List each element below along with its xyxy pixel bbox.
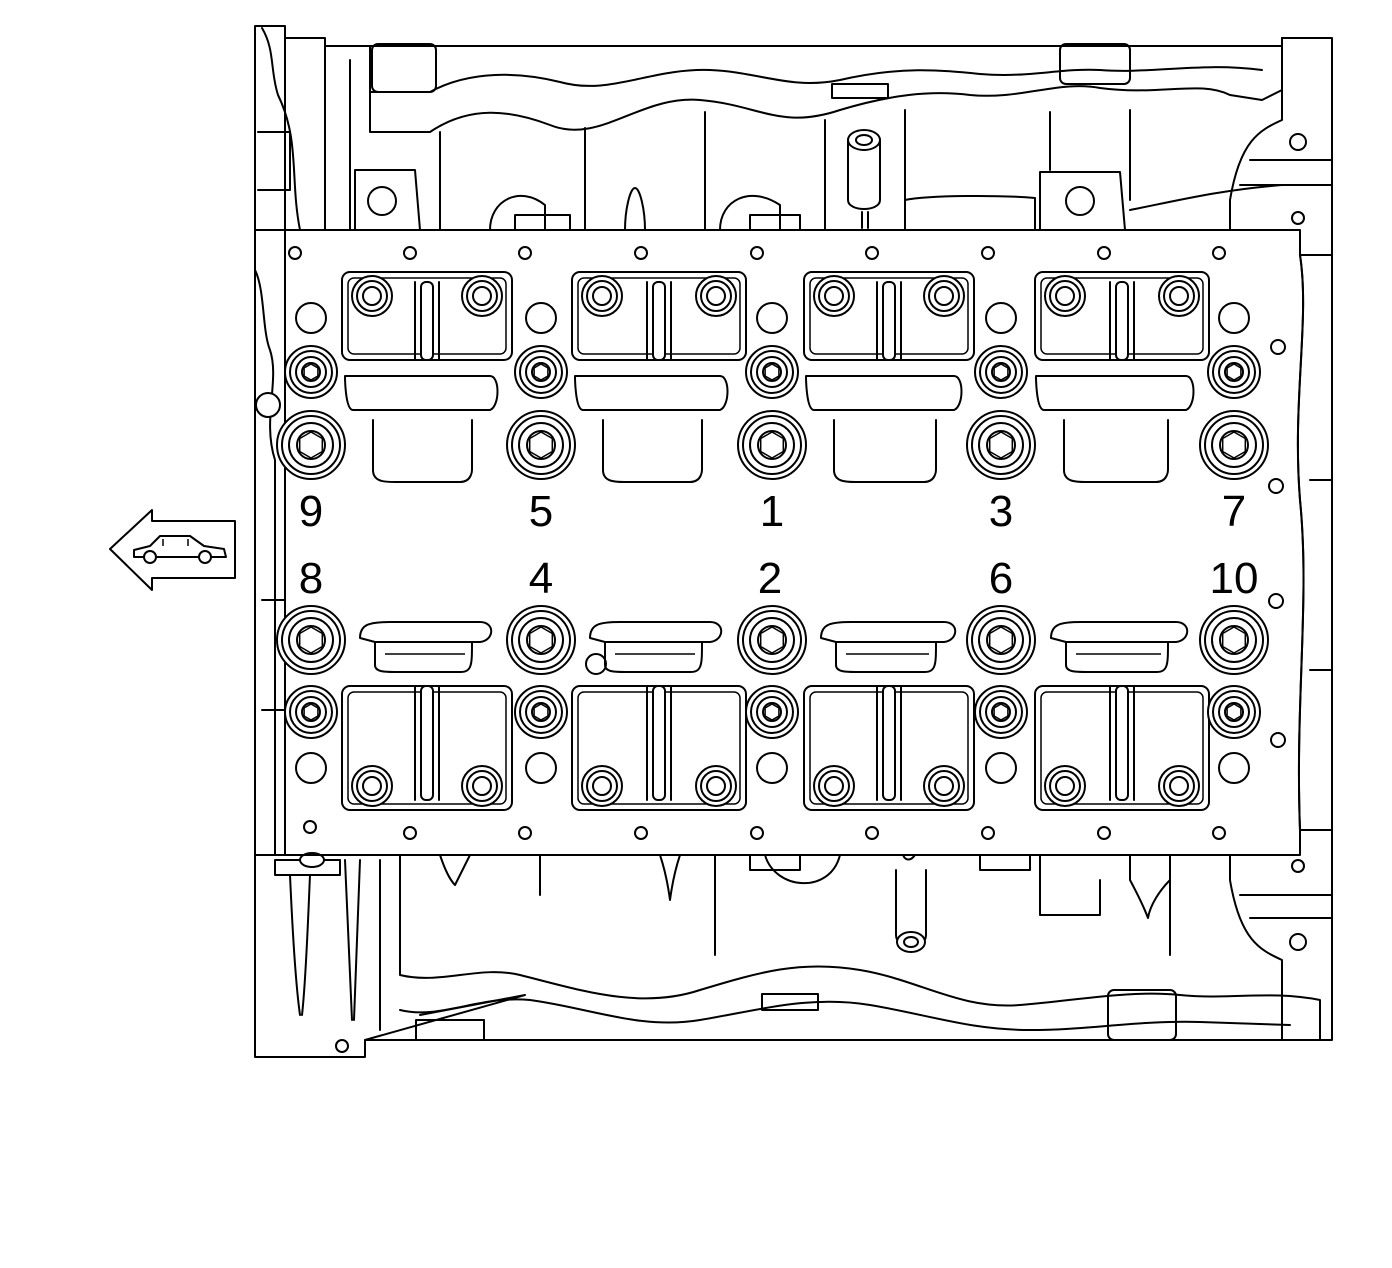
head-bolt-lower-inner-5: [1207, 685, 1261, 739]
dowel-hole-lower-1: [295, 752, 327, 784]
upper-slot-1: [344, 375, 499, 411]
head-bolt-upper-3: [737, 410, 807, 480]
camshaft-caps-lower: [341, 685, 1210, 811]
cam-cap-lower-2: [571, 685, 747, 811]
sequence-label-lower-4: 6: [989, 554, 1013, 603]
dowel-hole-lower-3: [756, 752, 788, 784]
oil-passage-slots: [344, 375, 1195, 673]
head-bolt-upper-inner-1: [284, 345, 338, 399]
dowel-hole-lower-5: [1218, 752, 1250, 784]
lower-slot-3: [820, 621, 957, 643]
head-bolt-upper-2: [506, 410, 576, 480]
dowel-hole-lower-2: [525, 752, 557, 784]
head-bolt-upper-inner-4: [974, 345, 1028, 399]
lower-slot-2: [589, 621, 723, 643]
lower-slot-1: [359, 621, 493, 643]
sequence-label-lower-1: 8: [299, 554, 323, 603]
dowel-hole-upper-5: [1218, 302, 1250, 334]
head-bolt-upper-inner-3: [745, 345, 799, 399]
head-bolt-upper-5: [1199, 410, 1269, 480]
sequence-label-upper-5: 7: [1222, 487, 1246, 536]
head-bolts: [276, 302, 1269, 784]
gasket-holes-bottom: [303, 820, 1226, 840]
head-bolt-lower-inner-1: [284, 685, 338, 739]
upper-block-casting: [354, 43, 1283, 231]
combustion-pocket-4: [1063, 419, 1169, 483]
head-bolt-lower-1: [276, 605, 346, 675]
cam-cap-upper-2: [571, 271, 747, 361]
upper-slot-3: [805, 375, 963, 411]
sequence-label-upper-4: 3: [989, 487, 1013, 536]
cam-cap-lower-4: [1034, 685, 1210, 811]
vehicle-front-arrow-icon: [109, 509, 236, 591]
lower-pocket-2: [604, 641, 703, 673]
head-bolt-lower-inner-2: [514, 685, 568, 739]
lower-block-casting: [274, 852, 1321, 1053]
sequence-label-lower-2: 4: [529, 554, 553, 603]
cam-cap-upper-3: [803, 271, 975, 361]
sequence-label-lower-3: 2: [758, 554, 782, 603]
combustion-pocket-1: [372, 419, 473, 483]
dowel-hole-upper-3: [756, 302, 788, 334]
head-bolt-lower-4: [966, 605, 1036, 675]
head-bolt-lower-inner-3: [745, 685, 799, 739]
lower-slot-4: [1050, 621, 1189, 643]
cam-cap-upper-4: [1034, 271, 1210, 361]
gasket-holes-right: [1268, 339, 1286, 748]
combustion-pocket-3: [833, 419, 937, 483]
dowel-hole-upper-2: [525, 302, 557, 334]
head-bolt-lower-3: [737, 605, 807, 675]
upper-slot-2: [574, 375, 729, 411]
car-icon: [133, 535, 227, 564]
sequence-label-lower-5: 10: [1210, 554, 1259, 603]
sequence-label-upper-2: 5: [529, 487, 553, 536]
head-bolt-upper-4: [966, 410, 1036, 480]
gasket-holes-top: [288, 246, 1226, 260]
sequence-label-upper-1: 9: [299, 487, 323, 536]
head-bolt-upper-1: [276, 410, 346, 480]
dowel-hole-upper-1: [295, 302, 327, 334]
lower-pocket-3: [835, 641, 937, 673]
tightening-sequence-labels: 9 5 1 3 7 8 4 2 6 10: [299, 487, 1259, 603]
combustion-pocket-2: [602, 419, 703, 483]
head-bolt-upper-inner-5: [1207, 345, 1261, 399]
lower-pocket-1: [374, 641, 473, 673]
upper-slot-4: [1035, 375, 1195, 411]
head-bolt-lower-2: [506, 605, 576, 675]
dowel-hole-upper-4: [985, 302, 1017, 334]
lower-pocket-4: [1065, 641, 1169, 673]
engine-block: [254, 25, 1333, 1058]
head-bolt-upper-inner-2: [514, 345, 568, 399]
head-bolt-lower-5: [1199, 605, 1269, 675]
sequence-label-upper-3: 1: [760, 487, 784, 536]
head-bolt-lower-inner-4: [974, 685, 1028, 739]
camshaft-caps-upper: [341, 271, 1210, 361]
cam-cap-lower-1: [341, 685, 513, 811]
dowel-hole-lower-4: [985, 752, 1017, 784]
cam-cap-lower-3: [803, 685, 975, 811]
cam-cap-upper-1: [341, 271, 513, 361]
cylinder-head-deck: [254, 229, 1305, 856]
